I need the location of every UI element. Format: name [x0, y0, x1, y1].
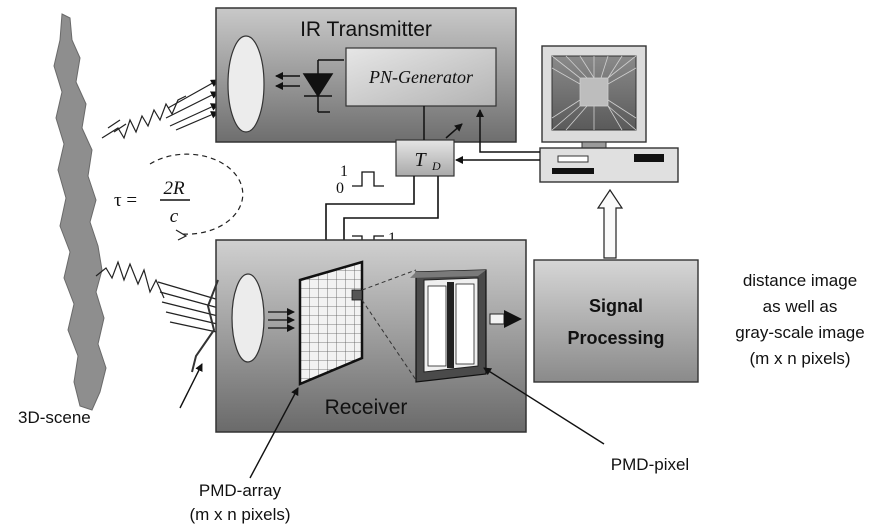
td-symbol: T [414, 149, 427, 171]
led-diode-icon [275, 59, 344, 113]
formula-numerator: 2R [163, 178, 185, 199]
receiver-lens [231, 273, 265, 363]
signal-upper-high: 1 [340, 163, 348, 180]
output-description: distance image as well as gray-scale ima… [735, 271, 864, 368]
output-line-1: distance image [743, 271, 857, 290]
pmd-pixel-label: PMD-pixel [611, 455, 689, 474]
pmd-array-callout: PMD-array (m x n pixels) [189, 387, 299, 524]
processing-to-computer-arrow [596, 188, 624, 259]
pmd-pixel-callout: PMD-pixel [483, 367, 689, 474]
signal-processing-block: Signal Processing [533, 259, 699, 383]
ir-transmitter: IR Transmitter PN-Generator [215, 7, 517, 143]
pmd-array-label-line2: (m x n pixels) [189, 505, 290, 524]
lens-to-array-rays [268, 308, 295, 332]
pn-generator-block [345, 47, 497, 107]
pn-generator-label: PN-Generator [368, 67, 474, 87]
pn-to-delay-lines [423, 106, 463, 140]
td-subscript: D [431, 159, 441, 173]
reflected-wave [95, 260, 227, 337]
signal-processing-label-line2: Processing [567, 328, 664, 348]
receiver-aperture-arrow [179, 279, 219, 409]
receiver-label: Receiver [325, 396, 408, 419]
receiver: Receiver [215, 239, 527, 433]
signal-processing-label-line1: Signal [589, 296, 643, 316]
formula-lhs: τ = [114, 190, 137, 211]
pmd-array [298, 260, 364, 386]
delay-element: T D [395, 139, 455, 177]
computer-icon [539, 45, 679, 183]
scene-label: 3D-scene [18, 408, 91, 427]
signal-upper-low: 0 [336, 180, 344, 197]
pmd-array-label-line1: PMD-array [199, 481, 282, 500]
formula-denominator: c [170, 206, 179, 227]
receiver-output-arrow [489, 310, 522, 328]
computer-control-lines [455, 109, 540, 164]
signal-lower-high: 1 [388, 230, 396, 247]
round-trip-formula: τ = 2R c [114, 153, 244, 241]
ir-transmitter-label: IR Transmitter [300, 18, 432, 41]
output-line-4: (m x n pixels) [749, 349, 850, 368]
pmd-pixel [410, 269, 487, 383]
output-line-2: as well as [763, 297, 838, 316]
output-line-3: gray-scale image [735, 323, 864, 342]
emitted-wave [101, 79, 219, 140]
scene-surface [53, 13, 107, 411]
transmitter-lens [227, 35, 265, 133]
